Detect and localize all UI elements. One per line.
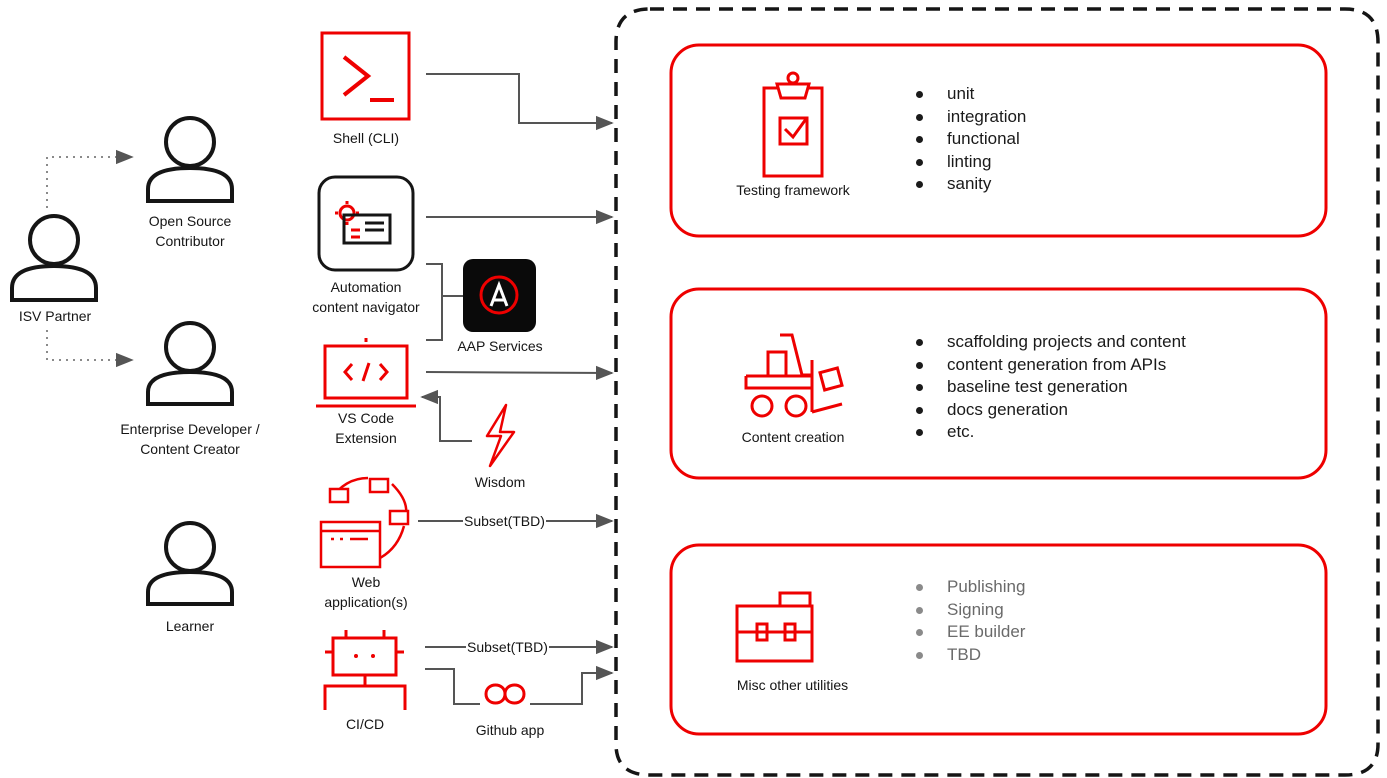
cicd-github-connector (425, 668, 480, 705)
wisdom-to-vscode-connector (420, 389, 472, 442)
list-item: integration (906, 106, 1026, 129)
content-creation-list: scaffolding projects and content content… (906, 331, 1186, 444)
list-item: EE builder (906, 621, 1025, 644)
list-item: baseline test generation (906, 376, 1186, 399)
person-icon (146, 521, 234, 606)
list-item: docs generation (906, 399, 1186, 422)
misc-utilities-list: Publishing Signing EE builder TBD (906, 576, 1025, 666)
testing-framework-panel (669, 43, 1328, 238)
misc-utilities-panel (669, 543, 1328, 736)
list-item: unit (906, 83, 1026, 106)
isv-to-enterprise-connector (46, 330, 134, 368)
aap-services-label: AAP Services (457, 338, 543, 354)
person-icon (146, 321, 234, 406)
shell-connector (426, 73, 614, 131)
content-creation-panel (669, 287, 1328, 480)
list-item: sanity (906, 173, 1026, 196)
shell-cli-label: Shell (CLI) (332, 130, 400, 146)
cicd-subset-label: Subset(TBD) (466, 638, 549, 656)
person-icon (146, 116, 234, 203)
misc-utilities-title: Misc other utilities (736, 677, 849, 693)
list-item: linting (906, 151, 1026, 174)
testing-framework-title: Testing framework (736, 182, 850, 198)
person-icon (10, 214, 98, 302)
isv-to-open-source-connector (46, 149, 134, 208)
platform-boundary (614, 7, 1380, 777)
navigator-aap-connector (426, 263, 443, 341)
web-app-icon (319, 476, 410, 569)
content-creation-title: Content creation (741, 429, 845, 445)
list-item: functional (906, 128, 1026, 151)
ansible-logo-icon (463, 259, 536, 332)
robot-icon (323, 630, 407, 710)
navigator-icon (317, 175, 415, 272)
list-item: TBD (906, 644, 1025, 667)
infinity-icon (484, 683, 526, 705)
vscode-connector (425, 365, 614, 381)
list-item: content generation from APIs (906, 354, 1186, 377)
list-item: Signing (906, 599, 1025, 622)
clipboard-check-icon (762, 71, 824, 178)
testing-framework-list: unit integration functional linting sani… (906, 83, 1026, 196)
lightning-icon (485, 403, 516, 468)
list-item: etc. (906, 421, 1186, 444)
github-app-label: Github app (475, 722, 545, 738)
isv-partner-label: ISV Partner (18, 308, 92, 324)
web-subset-label: Subset(TBD) (463, 512, 546, 530)
toolbox-icon (735, 591, 814, 663)
list-item: Publishing (906, 576, 1025, 599)
github-app-connector (530, 665, 614, 705)
wisdom-label: Wisdom (474, 474, 526, 490)
forklift-icon (744, 333, 844, 418)
list-item: scaffolding projects and content (906, 331, 1186, 354)
learner-label: Learner (165, 618, 215, 634)
code-laptop-icon (316, 338, 416, 408)
terminal-icon (320, 31, 411, 121)
enterprise-developer-label: Enterprise Developer /Content Creator (120, 421, 260, 457)
cicd-label: CI/CD (345, 716, 385, 732)
